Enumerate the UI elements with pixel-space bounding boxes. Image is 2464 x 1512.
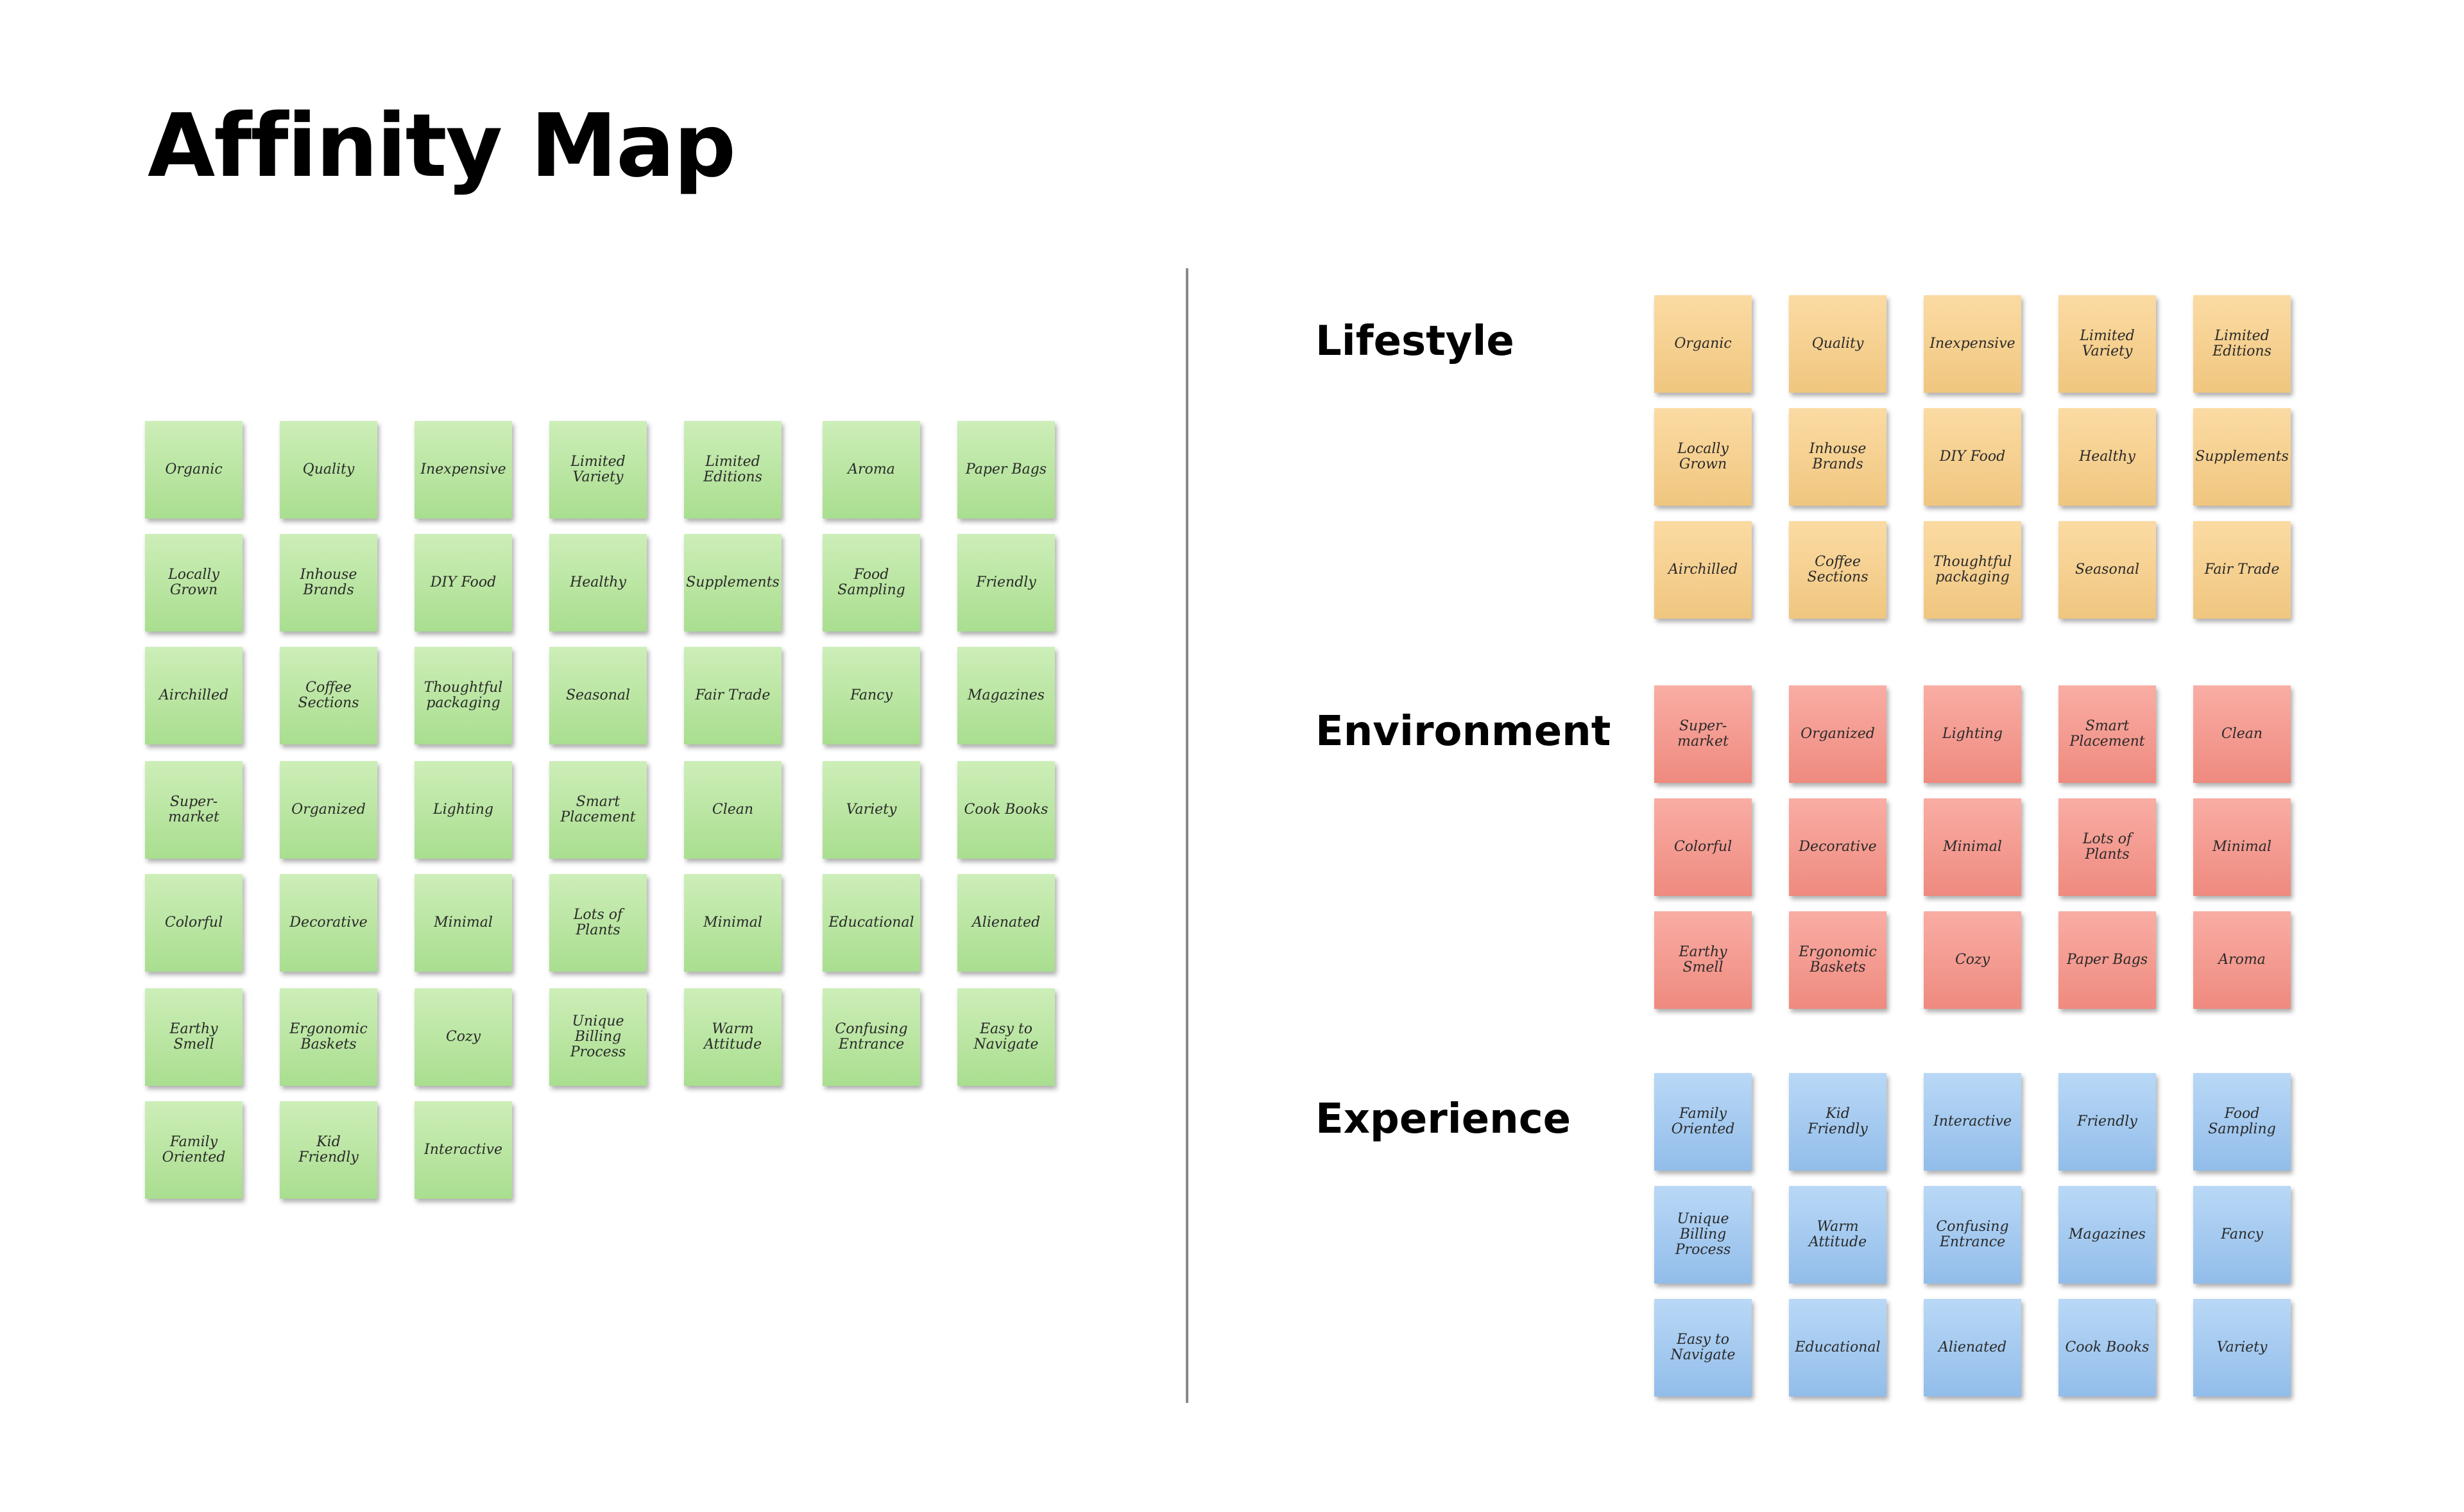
sticky-note[interactable]: Decorative xyxy=(1789,798,1887,896)
sticky-note[interactable]: Magazines xyxy=(2058,1186,2156,1284)
sticky-note[interactable]: Fair Trade xyxy=(684,647,782,744)
sticky-note[interactable]: Variety xyxy=(823,761,920,859)
sticky-note[interactable]: Inexpensive xyxy=(1924,295,2021,393)
sticky-note[interactable]: Ergonomic Baskets xyxy=(1789,911,1887,1009)
sticky-note[interactable]: Minimal xyxy=(1924,798,2021,896)
sticky-note[interactable]: Minimal xyxy=(684,874,782,972)
sticky-note[interactable]: Ergonomic Baskets xyxy=(280,988,377,1086)
sticky-note[interactable]: Paper Bags xyxy=(957,421,1055,519)
sticky-note[interactable]: Inhouse Brands xyxy=(280,534,377,631)
sticky-note[interactable]: Clean xyxy=(684,761,782,859)
sticky-note[interactable]: Cook Books xyxy=(957,761,1055,859)
sticky-note[interactable]: Interactive xyxy=(1924,1073,2021,1171)
sticky-note[interactable]: Interactive xyxy=(415,1101,512,1199)
sticky-note[interactable]: Food Sampling xyxy=(2193,1073,2291,1171)
sticky-note[interactable]: Locally Grown xyxy=(145,534,243,631)
sticky-note[interactable]: Thoughtful packaging xyxy=(415,647,512,744)
sticky-note[interactable]: Confusing Entrance xyxy=(1924,1186,2021,1284)
sticky-note[interactable]: Educational xyxy=(1789,1299,1887,1396)
sticky-note[interactable]: Locally Grown xyxy=(1654,408,1752,506)
sticky-note[interactable]: Easy to Navigate xyxy=(1654,1299,1752,1396)
sticky-note[interactable]: Cozy xyxy=(415,988,512,1086)
sticky-note[interactable]: Smart Placement xyxy=(2058,685,2156,783)
sticky-note[interactable]: Limited Variety xyxy=(2058,295,2156,393)
sticky-note[interactable]: Minimal xyxy=(415,874,512,972)
sticky-note[interactable]: Colorful xyxy=(145,874,243,972)
sticky-note[interactable]: Friendly xyxy=(2058,1073,2156,1171)
sticky-note[interactable]: DIY Food xyxy=(1924,408,2021,506)
sticky-note[interactable]: Super- market xyxy=(145,761,243,859)
sticky-note[interactable]: Airchilled xyxy=(1654,521,1752,619)
sticky-note[interactable]: Cozy xyxy=(1924,911,2021,1009)
sticky-note[interactable]: Smart Placement xyxy=(549,761,647,859)
sticky-note[interactable]: Unique Billing Process xyxy=(1654,1186,1752,1284)
category-title-lifestyle: Lifestyle xyxy=(1315,318,1514,365)
sticky-note[interactable]: Variety xyxy=(2193,1299,2291,1396)
sticky-note[interactable]: Kid Friendly xyxy=(1789,1073,1887,1171)
sticky-note[interactable]: Organized xyxy=(1789,685,1887,783)
sticky-note[interactable]: Limited Variety xyxy=(549,421,647,519)
sticky-note[interactable]: Organized xyxy=(280,761,377,859)
sticky-note[interactable]: Lighting xyxy=(1924,685,2021,783)
sticky-note[interactable]: Confusing Entrance xyxy=(823,988,920,1086)
sticky-note[interactable]: Colorful xyxy=(1654,798,1752,896)
sticky-note[interactable]: Thoughtful packaging xyxy=(1924,521,2021,619)
sticky-note[interactable]: Fair Trade xyxy=(2193,521,2291,619)
sticky-note[interactable]: Friendly xyxy=(957,534,1055,631)
sticky-note[interactable]: Earthy Smell xyxy=(1654,911,1752,1009)
sticky-note[interactable]: Limited Editions xyxy=(2193,295,2291,393)
sticky-note[interactable]: Healthy xyxy=(549,534,647,631)
sticky-note[interactable]: Warm Attitude xyxy=(1789,1186,1887,1284)
sticky-note[interactable]: Quality xyxy=(1789,295,1887,393)
sticky-note[interactable]: Easy to Navigate xyxy=(957,988,1055,1086)
sticky-note[interactable]: Decorative xyxy=(280,874,377,972)
sticky-note[interactable]: Seasonal xyxy=(549,647,647,744)
section-divider xyxy=(1186,268,1188,1403)
sticky-note[interactable]: Supplements xyxy=(2193,408,2291,506)
sticky-note[interactable]: Fancy xyxy=(2193,1186,2291,1284)
category-title-environment: Environment xyxy=(1315,708,1611,755)
sticky-note[interactable]: Educational xyxy=(823,874,920,972)
sticky-note[interactable]: Supplements xyxy=(684,534,782,631)
sticky-note[interactable]: Paper Bags xyxy=(2058,911,2156,1009)
sticky-note[interactable]: Coffee Sections xyxy=(280,647,377,744)
sticky-note[interactable]: Seasonal xyxy=(2058,521,2156,619)
sticky-note[interactable]: Cook Books xyxy=(2058,1299,2156,1396)
sticky-note[interactable]: Super- market xyxy=(1654,685,1752,783)
sticky-note[interactable]: Earthy Smell xyxy=(145,988,243,1086)
sticky-note[interactable]: Inexpensive xyxy=(415,421,512,519)
sticky-note[interactable]: Kid Friendly xyxy=(280,1101,377,1199)
sticky-note[interactable]: Organic xyxy=(1654,295,1752,393)
sticky-note[interactable]: Lots of Plants xyxy=(2058,798,2156,896)
page-title: Affinity Map xyxy=(148,96,736,197)
sticky-note[interactable]: Airchilled xyxy=(145,647,243,744)
sticky-note[interactable]: Inhouse Brands xyxy=(1789,408,1887,506)
sticky-note[interactable]: Family Oriented xyxy=(145,1101,243,1199)
sticky-note[interactable]: Quality xyxy=(280,421,377,519)
sticky-note[interactable]: Warm Attitude xyxy=(684,988,782,1086)
sticky-note[interactable]: Lighting xyxy=(415,761,512,859)
sticky-note[interactable]: Aroma xyxy=(2193,911,2291,1009)
sticky-note[interactable]: Aroma xyxy=(823,421,920,519)
sticky-note[interactable]: Coffee Sections xyxy=(1789,521,1887,619)
sticky-note[interactable]: Alienated xyxy=(957,874,1055,972)
sticky-note[interactable]: Lots of Plants xyxy=(549,874,647,972)
sticky-note[interactable]: Clean xyxy=(2193,685,2291,783)
category-title-experience: Experience xyxy=(1315,1095,1571,1143)
sticky-note[interactable]: Magazines xyxy=(957,647,1055,744)
sticky-note[interactable]: Food Sampling xyxy=(823,534,920,631)
sticky-note[interactable]: Organic xyxy=(145,421,243,519)
sticky-note[interactable]: Healthy xyxy=(2058,408,2156,506)
sticky-note[interactable]: Unique Billing Process xyxy=(549,988,647,1086)
sticky-note[interactable]: DIY Food xyxy=(415,534,512,631)
sticky-note[interactable]: Limited Editions xyxy=(684,421,782,519)
sticky-note[interactable]: Fancy xyxy=(823,647,920,744)
sticky-note[interactable]: Minimal xyxy=(2193,798,2291,896)
sticky-note[interactable]: Family Oriented xyxy=(1654,1073,1752,1171)
sticky-note[interactable]: Alienated xyxy=(1924,1299,2021,1396)
